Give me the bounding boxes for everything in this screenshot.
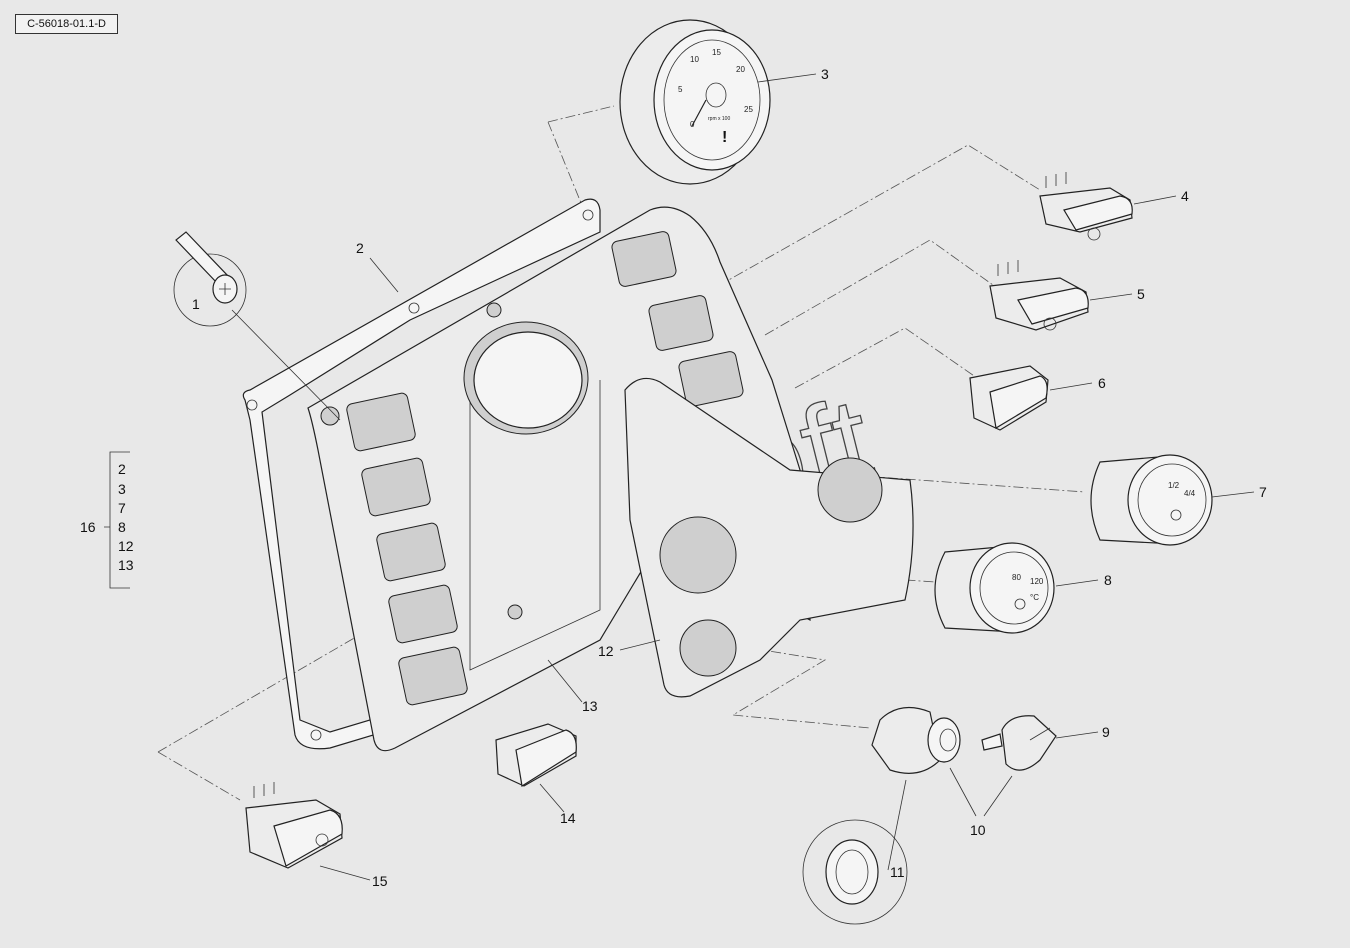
group-item: 13: [118, 557, 134, 573]
group-label-16: 16: [80, 519, 96, 535]
rocker-switch-part-4: [1039, 172, 1133, 241]
tach-warning: !: [722, 129, 727, 146]
switch-slots-left: [346, 392, 468, 706]
callout-8: 8: [1104, 572, 1112, 588]
rocker-switch-part-5: [989, 260, 1089, 331]
group-item: 7: [118, 500, 126, 516]
callout-10: 10: [970, 822, 986, 838]
cover-gauge-hole: [817, 457, 883, 523]
fuel-scale-half: 1/2: [1168, 481, 1180, 490]
temp-unit: °C: [1030, 593, 1039, 602]
group-item: 2: [118, 461, 126, 477]
tach-scale-0: 0: [690, 120, 695, 129]
temp-scale-80: 80: [1012, 573, 1021, 582]
panel-inner-edge: [469, 378, 601, 671]
callout-1: 1: [192, 296, 200, 312]
ignition-key-part-9: [981, 715, 1057, 771]
group-item: 12: [118, 538, 134, 554]
panel-mount-hole: [486, 302, 502, 318]
tach-unit: rpm x 100: [708, 116, 730, 122]
tach-scale-25: 25: [744, 105, 753, 114]
blank-cover-part-14: [495, 723, 577, 787]
callout-11: 11: [890, 864, 905, 880]
fuel-scale-full: 4/4: [1184, 489, 1196, 498]
temp-scale-120: 120: [1030, 577, 1044, 586]
panel-mount-hole: [320, 406, 340, 426]
callout-13: 13: [582, 698, 598, 714]
group-item: 3: [118, 481, 126, 497]
reference-code: C-56018-01.1-D: [15, 14, 118, 34]
gauge-cover-part-12: [624, 377, 914, 698]
tachometer-part-3: [619, 19, 771, 185]
callout-9: 9: [1102, 724, 1110, 740]
switch-slots-right: [611, 231, 744, 407]
tach-scale-20: 20: [736, 65, 745, 74]
callout-7: 7: [1259, 484, 1267, 500]
screw-part-1: [173, 231, 247, 327]
callout-4: 4: [1181, 188, 1189, 204]
group-bracket: [104, 451, 130, 589]
tach-scale-5: 5: [678, 85, 683, 94]
rocker-switch-part-15: [245, 782, 343, 869]
ignition-switch-part-10: [871, 706, 961, 774]
cover-gauge-hole: [679, 619, 737, 677]
gasket-holes: [246, 209, 594, 741]
callout-leaders: [231, 73, 1255, 881]
callout-2: 2: [356, 240, 364, 256]
cover-gauge-hole: [659, 516, 737, 594]
temp-gauge-part-8: [934, 542, 1055, 634]
panel-mount-hole: [507, 604, 523, 620]
blank-cover-part-6: [969, 365, 1049, 431]
callout-6: 6: [1098, 375, 1106, 391]
gauge-opening: [463, 321, 589, 435]
callout-15: 15: [372, 873, 388, 889]
group-item: 8: [118, 519, 126, 535]
callout-5: 5: [1137, 286, 1145, 302]
callout-14: 14: [560, 810, 576, 826]
callout-3: 3: [821, 66, 829, 82]
ring-part-11: [802, 819, 908, 925]
fuel-gauge-part-7: [1090, 454, 1213, 546]
callout-12: 12: [598, 643, 614, 659]
tach-scale-10: 10: [690, 55, 699, 64]
gasket-part-2: [242, 198, 601, 750]
tach-scale-15: 15: [712, 48, 721, 57]
